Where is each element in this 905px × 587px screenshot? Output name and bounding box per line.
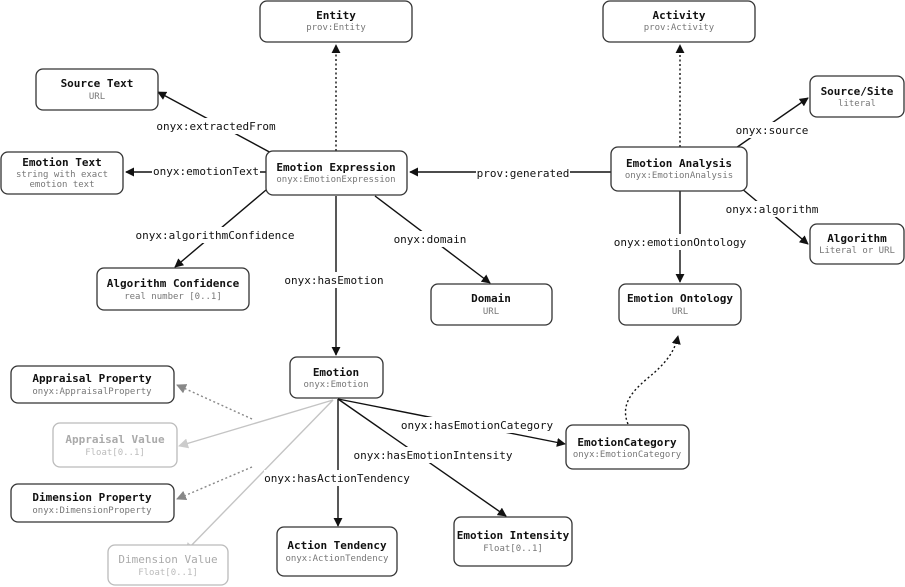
svg-text:Dimension Value: Dimension Value	[118, 553, 217, 566]
node-dimension-property[interactable]: Dimension Property onyx:DimensionPropert…	[10, 483, 175, 523]
edge-label-extracted-from: onyx:extractedFrom	[155, 118, 277, 134]
svg-text:prov:Activity: prov:Activity	[644, 23, 715, 33]
node-emotion-ontology[interactable]: Emotion Ontology URL	[618, 283, 742, 326]
svg-text:URL: URL	[89, 92, 105, 102]
svg-text:Literal or URL: Literal or URL	[819, 246, 895, 256]
node-source-text[interactable]: Source Text URL	[35, 68, 159, 111]
edge-label-domain: onyx:domain	[392, 231, 468, 247]
edge-label-has-emotion-category: onyx:hasEmotionCategory	[401, 417, 554, 433]
svg-text:onyx:extractedFrom: onyx:extractedFrom	[156, 120, 276, 133]
edge-emotion-to-dimension-value	[184, 399, 334, 553]
svg-text:Domain: Domain	[471, 292, 511, 305]
svg-text:Action Tendency: Action Tendency	[287, 539, 387, 552]
svg-text:Emotion Expression: Emotion Expression	[276, 161, 395, 174]
svg-text:Algorithm Confidence: Algorithm Confidence	[107, 277, 240, 290]
svg-text:onyx:Emotion: onyx:Emotion	[303, 380, 368, 390]
svg-text:Emotion Text: Emotion Text	[22, 156, 101, 169]
node-algorithm[interactable]: Algorithm Literal or URL	[809, 223, 905, 265]
edge-label-algorithm: onyx:algorithm	[725, 201, 819, 217]
svg-text:onyx:hasActionTendency: onyx:hasActionTendency	[264, 472, 410, 485]
svg-text:prov:generated: prov:generated	[477, 167, 570, 180]
svg-text:Entity: Entity	[316, 9, 356, 22]
node-activity[interactable]: Activity prov:Activity	[602, 0, 756, 43]
edge-label-emotion-text: onyx:emotionText	[152, 163, 260, 179]
svg-text:Source Text: Source Text	[61, 77, 134, 90]
svg-text:Dimension Property: Dimension Property	[32, 491, 152, 504]
svg-text:onyx:algorithmConfidence: onyx:algorithmConfidence	[136, 229, 295, 242]
edge-category-to-ontology	[624, 335, 681, 425]
svg-text:Emotion: Emotion	[313, 366, 359, 379]
svg-text:onyx:domain: onyx:domain	[394, 233, 467, 246]
node-appraisal-property[interactable]: Appraisal Property onyx:AppraisalPropert…	[10, 365, 175, 404]
node-action-tendency[interactable]: Action Tendency onyx:ActionTendency	[276, 526, 398, 577]
edge-dimension-value-to-property	[176, 466, 253, 501]
svg-text:onyx:emotionOntology: onyx:emotionOntology	[614, 236, 747, 249]
svg-text:onyx:source: onyx:source	[736, 124, 809, 137]
edge-label-has-emotion-intensity: onyx:hasEmotionIntensity	[354, 447, 513, 463]
node-emotion-analysis[interactable]: Emotion Analysis onyx:EmotionAnalysis	[610, 146, 748, 192]
edge-label-has-action-tendency: onyx:hasActionTendency	[264, 470, 410, 486]
edge-label-emotion-ontology: onyx:emotionOntology	[613, 234, 747, 250]
svg-text:emotion text: emotion text	[29, 180, 94, 190]
node-domain[interactable]: Domain URL	[430, 283, 553, 326]
svg-text:URL: URL	[672, 307, 688, 317]
svg-text:literal: literal	[838, 99, 876, 109]
svg-text:Emotion Analysis: Emotion Analysis	[626, 157, 732, 170]
edge-label-prov-generated: prov:generated	[476, 165, 570, 181]
svg-text:Float[0..1]: Float[0..1]	[483, 544, 543, 554]
svg-text:EmotionCategory: EmotionCategory	[577, 436, 677, 449]
svg-text:prov:Entity: prov:Entity	[306, 23, 366, 33]
svg-text:onyx:EmotionCategory: onyx:EmotionCategory	[573, 450, 682, 460]
svg-text:onyx:algorithm: onyx:algorithm	[726, 203, 819, 216]
edge-label-algorithm-confidence: onyx:algorithmConfidence	[136, 227, 295, 243]
svg-text:onyx:ActionTendency: onyx:ActionTendency	[286, 554, 390, 564]
edges	[125, 44, 809, 553]
node-algorithm-confidence[interactable]: Algorithm Confidence real number [0..1]	[96, 267, 250, 311]
svg-text:onyx:EmotionExpression: onyx:EmotionExpression	[276, 175, 395, 185]
node-emotion-intensity[interactable]: Emotion Intensity Float[0..1]	[453, 516, 573, 567]
node-emotion-text[interactable]: Emotion Text string with exact emotion t…	[0, 151, 124, 195]
edge-labels: onyx:extractedFrom onyx:emotionText onyx…	[136, 118, 819, 486]
edge-label-source: onyx:source	[734, 122, 810, 138]
node-entity[interactable]: Entity prov:Entity	[259, 0, 413, 43]
svg-text:Algorithm: Algorithm	[827, 232, 887, 245]
svg-text:Activity: Activity	[653, 9, 706, 22]
node-dimension-value[interactable]: Dimension Value Float[0..1]	[107, 544, 229, 586]
svg-text:Float[0..1]: Float[0..1]	[85, 448, 145, 458]
svg-text:real number [0..1]: real number [0..1]	[124, 292, 222, 302]
edge-appraisal-value-to-property	[176, 384, 253, 420]
svg-text:Emotion Intensity: Emotion Intensity	[457, 529, 570, 542]
svg-text:Appraisal Value: Appraisal Value	[65, 433, 165, 446]
node-emotion-category[interactable]: EmotionCategory onyx:EmotionCategory	[565, 424, 690, 470]
svg-text:onyx:hasEmotionCategory: onyx:hasEmotionCategory	[401, 419, 554, 432]
node-emotion-expression[interactable]: Emotion Expression onyx:EmotionExpressio…	[265, 150, 408, 196]
node-source-site[interactable]: Source/Site literal	[809, 75, 905, 118]
svg-text:URL: URL	[483, 307, 499, 317]
svg-text:Source/Site: Source/Site	[821, 85, 894, 98]
svg-text:onyx:hasEmotion: onyx:hasEmotion	[284, 274, 383, 287]
svg-text:onyx:emotionText: onyx:emotionText	[153, 165, 259, 178]
svg-text:string with exact: string with exact	[16, 170, 108, 180]
svg-text:Appraisal Property: Appraisal Property	[32, 372, 152, 385]
node-appraisal-value[interactable]: Appraisal Value Float[0..1]	[52, 422, 178, 468]
svg-text:onyx:hasEmotionIntensity: onyx:hasEmotionIntensity	[354, 449, 513, 462]
node-emotion[interactable]: Emotion onyx:Emotion	[289, 356, 384, 399]
svg-text:onyx:EmotionAnalysis: onyx:EmotionAnalysis	[625, 171, 733, 181]
edge-label-has-emotion: onyx:hasEmotion	[284, 272, 384, 288]
svg-text:onyx:AppraisalProperty: onyx:AppraisalProperty	[32, 387, 152, 397]
edge-emotion-to-appraisal-value	[178, 399, 334, 449]
svg-text:onyx:DimensionProperty: onyx:DimensionProperty	[32, 506, 152, 516]
svg-text:Emotion Ontology: Emotion Ontology	[627, 292, 733, 305]
svg-text:Float[0..1]: Float[0..1]	[138, 568, 198, 578]
